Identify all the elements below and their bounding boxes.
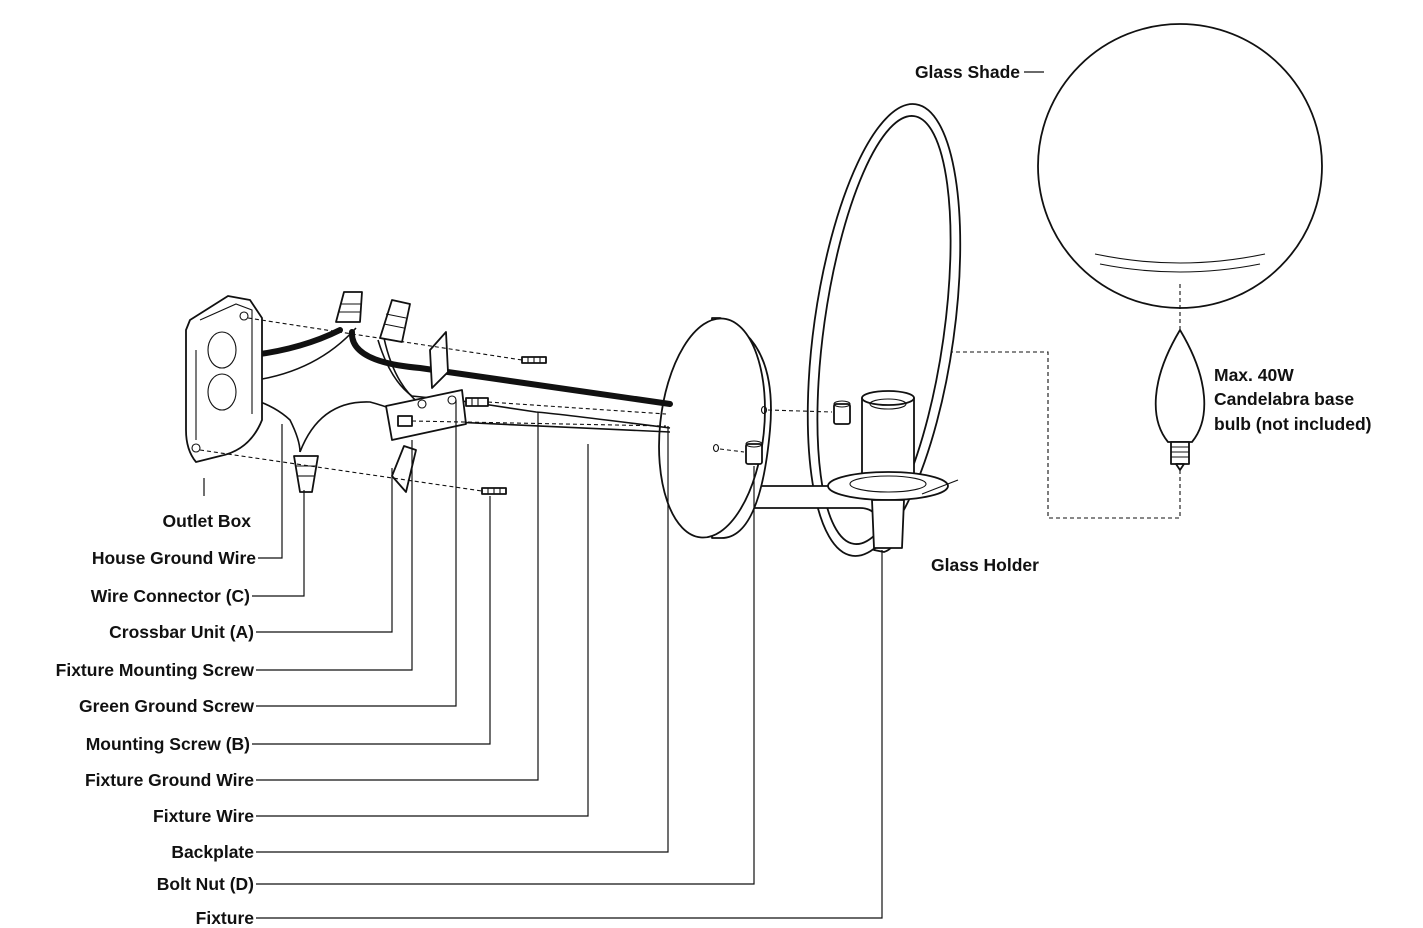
label-backplate: Backplate bbox=[171, 842, 254, 862]
leader-lines bbox=[203, 71, 1044, 919]
bulb-alignment-line bbox=[887, 351, 1181, 519]
label-wire-connector: Wire Connector (C) bbox=[91, 586, 250, 606]
label-fixture-mounting-screw: Fixture Mounting Screw bbox=[56, 660, 255, 680]
bolt-nuts bbox=[745, 400, 851, 465]
label-bolt-nut: Bolt Nut (D) bbox=[157, 874, 254, 894]
crossbar-unit bbox=[385, 331, 489, 493]
socket-and-glass-holder bbox=[827, 390, 949, 549]
mounting-screws bbox=[481, 356, 547, 495]
label-crossbar-unit: Crossbar Unit (A) bbox=[109, 622, 254, 642]
label-green-ground-screw: Green Ground Screw bbox=[79, 696, 254, 716]
label-outlet-box: Outlet Box bbox=[163, 511, 252, 531]
outlet-box bbox=[185, 295, 263, 463]
label-bulb-line1: Max. 40W bbox=[1214, 365, 1294, 385]
label-fixture: Fixture bbox=[196, 908, 255, 928]
candelabra-bulb bbox=[1154, 329, 1206, 471]
label-fixture-ground-wire: Fixture Ground Wire bbox=[85, 770, 254, 790]
glass-shade bbox=[1037, 23, 1323, 309]
label-bulb-line3: bulb (not included) bbox=[1214, 414, 1371, 434]
label-house-ground-wire: House Ground Wire bbox=[92, 548, 256, 568]
backplate bbox=[658, 317, 772, 539]
label-fixture-wire: Fixture Wire bbox=[153, 806, 254, 826]
label-bulb-line2: Candelabra base bbox=[1214, 389, 1354, 409]
label-glass-holder: Glass Holder bbox=[931, 555, 1039, 575]
label-mounting-screw: Mounting Screw (B) bbox=[86, 734, 250, 754]
wire-connectors bbox=[293, 291, 411, 493]
label-glass-shade: Glass Shade bbox=[915, 62, 1020, 82]
